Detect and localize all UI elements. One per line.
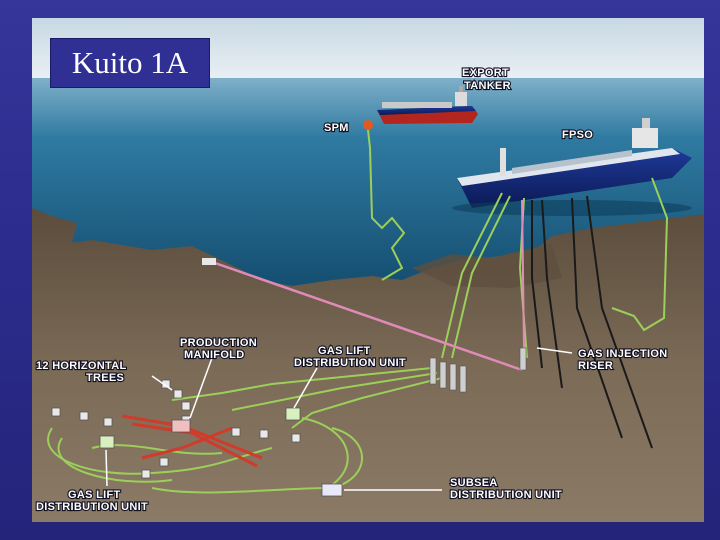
page-title: Kuito 1A bbox=[71, 45, 189, 80]
fpso-vessel bbox=[452, 118, 692, 216]
pipeline-end-terminal bbox=[202, 258, 216, 265]
gas-injection-riser-label-line2: RISER bbox=[578, 360, 613, 372]
export-tanker-label-line2: TANKER bbox=[464, 80, 511, 92]
spm-label: SPM bbox=[324, 122, 349, 134]
seabed-ridge bbox=[412, 244, 562, 288]
horizontal-trees-label-line2: TREES bbox=[86, 372, 124, 384]
fpso-label: FPSO bbox=[562, 129, 593, 141]
title-box: Kuito 1A bbox=[50, 38, 210, 88]
export-tanker-label-line1: EXPORT bbox=[462, 67, 509, 79]
gas-lift-bottom-label-line2: DISTRIBUTION UNIT bbox=[36, 501, 148, 513]
horizontal-trees bbox=[51, 379, 301, 479]
callout-arrows bbox=[105, 347, 573, 491]
gas-lift-top-label-line2: DISTRIBUTION UNIT bbox=[294, 357, 406, 369]
gas-lift-unit-bottom-box bbox=[99, 435, 115, 449]
gas-lift-bottom-label-line1: GAS LIFT bbox=[68, 489, 121, 501]
spm-buoy bbox=[363, 120, 406, 281]
gas-injection-riser-label-line1: GAS INJECTION bbox=[578, 348, 667, 360]
riser-bases bbox=[429, 347, 527, 393]
production-manifold-label-line1: PRODUCTION bbox=[180, 337, 257, 349]
gas-lift-unit-top-box bbox=[285, 407, 301, 421]
gas-lift-top-label-line1: GAS LIFT bbox=[318, 345, 371, 357]
export-tanker bbox=[377, 86, 478, 124]
production-manifold-label-line2: MANIFOLD bbox=[184, 349, 244, 361]
export-pipeline bbox=[211, 260, 523, 372]
production-manifold bbox=[171, 419, 191, 433]
subsea-distribution-unit-box bbox=[321, 483, 343, 497]
subsea-field-diagram: EXPORT TANKER SPM FPSO PRODUCTION MANIFO… bbox=[32, 18, 704, 522]
subsea-unit-label-line2: DISTRIBUTION UNIT bbox=[450, 489, 562, 501]
subsea-unit-label-line1: SUBSEA bbox=[450, 477, 498, 489]
seabed bbox=[32, 208, 704, 522]
horizontal-trees-label-line1: 12 HORIZONTAL bbox=[36, 360, 126, 372]
